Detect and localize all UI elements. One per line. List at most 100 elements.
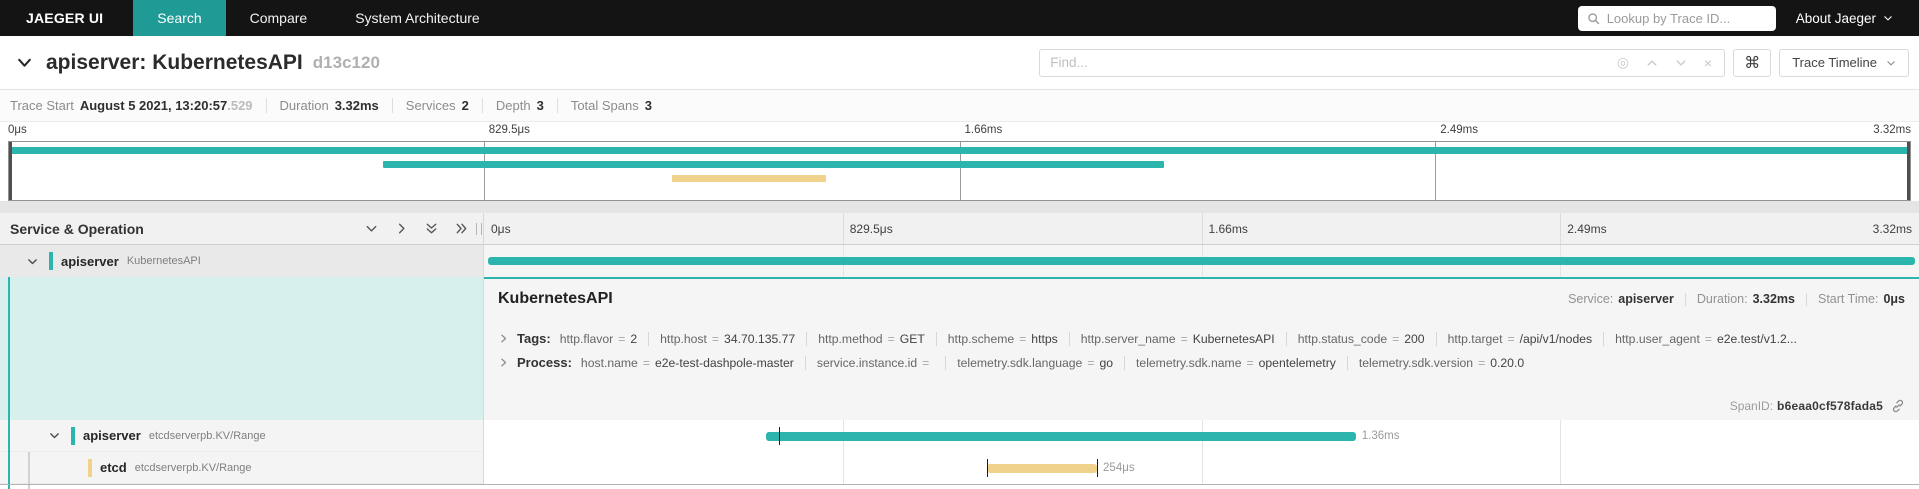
process-list: host.name = e2e-test-dashpole-master ser… <box>581 355 1524 370</box>
equals-sign: = <box>1507 331 1515 346</box>
tag-key: http.status_code <box>1297 331 1388 346</box>
find-box[interactable]: ◎ × <box>1039 48 1726 77</box>
nav-item-search[interactable]: Search <box>133 0 226 36</box>
equals-sign: = <box>887 331 895 346</box>
gridline <box>842 452 844 484</box>
equals-sign: = <box>642 355 650 370</box>
minimap-divider-band <box>0 201 1919 213</box>
find-prev-icon[interactable] <box>1646 57 1658 69</box>
match-target-icon[interactable]: ◎ <box>1616 54 1630 70</box>
equals-sign: = <box>1087 355 1095 370</box>
summary-item: Total Spans 3 <box>556 98 652 113</box>
tag-item: http.status_code = 200 <box>1285 331 1425 346</box>
chevron-down-icon[interactable] <box>26 255 39 268</box>
tag-value: /api/v1/nodes <box>1519 331 1593 346</box>
chevron-down-icon <box>1886 58 1896 68</box>
trace-id-lookup-input[interactable] <box>1606 10 1767 26</box>
find-next-icon[interactable] <box>1675 57 1687 69</box>
tag-key: http.flavor <box>559 331 614 346</box>
minimap-tick-labels: 0μs 829.5μs 1.66ms 2.49ms 3.32ms <box>8 122 1911 141</box>
tag-key: http.user_agent <box>1615 331 1700 346</box>
process-value: opentelemetry <box>1258 355 1336 370</box>
gridline <box>1201 452 1203 484</box>
span-name-cell[interactable]: apiserver KubernetesAPI <box>0 245 483 277</box>
minimap-span-bar <box>672 175 827 182</box>
collapse-header-chevron-icon[interactable] <box>16 54 33 71</box>
process-key: service.instance.id <box>816 355 918 370</box>
span-name-cell[interactable]: etcd etcdserverpb.KV/Range <box>0 452 483 484</box>
top-nav: JAEGER UI Search Compare System Architec… <box>0 0 1919 36</box>
minimap-tick: 829.5μs <box>488 124 530 136</box>
service-name: apiserver <box>83 428 141 443</box>
span-name-cell[interactable]: apiserver etcdserverpb.KV/Range <box>0 420 483 452</box>
tag-key: http.method <box>818 331 883 346</box>
nav-item-system-architecture[interactable]: System Architecture <box>355 10 480 26</box>
minimap-tick: 1.66ms <box>964 124 1003 136</box>
span-bar[interactable] <box>765 432 1356 441</box>
service-name: etcd <box>100 460 127 475</box>
service-name: apiserver <box>61 253 119 269</box>
tags-summary-row[interactable]: Tags: http.flavor = 2 http.host = 34.70.… <box>498 331 1905 346</box>
process-key: telemetry.sdk.language <box>957 355 1083 370</box>
clear-find-icon[interactable]: × <box>1704 54 1713 71</box>
span-timeline-cell[interactable]: 1.36ms <box>484 420 1919 452</box>
deep-link-icon[interactable] <box>1891 399 1905 413</box>
summary-item: Depth 3 <box>481 98 544 113</box>
service-value: apiserver <box>1618 292 1674 306</box>
chevron-right-icon[interactable] <box>498 357 509 368</box>
keyboard-shortcuts-button[interactable]: ⌘ <box>1733 48 1772 77</box>
process-item: host.name = e2e-test-dashpole-master <box>581 356 794 370</box>
expand-all-icon[interactable] <box>454 221 469 236</box>
trace-view-selector[interactable]: Trace Timeline <box>1779 48 1909 77</box>
timeline-tick-line <box>1560 213 1562 244</box>
process-value: go <box>1099 355 1114 370</box>
minimap-left-scrubber-handle[interactable] <box>9 142 12 200</box>
nav-item-compare[interactable]: Compare <box>249 10 308 26</box>
tag-key: http.scheme <box>947 331 1015 346</box>
collapse-all-icon[interactable] <box>424 221 439 236</box>
trace-page-header: apiserver: KubernetesAPI d13c120 ◎ × ⌘ <box>0 36 1919 90</box>
chevron-down-icon[interactable] <box>48 429 61 442</box>
span-bar[interactable] <box>986 464 1098 473</box>
span-row-etcd-range: etcd etcdserverpb.KV/Range 254μs <box>0 452 1919 484</box>
process-summary-row[interactable]: Process: host.name = e2e-test-dashpole-m… <box>498 355 1905 370</box>
span-event-tick <box>1097 459 1099 477</box>
trace-id-lookup[interactable] <box>1577 5 1776 31</box>
equals-sign: = <box>1392 331 1400 346</box>
tags-label: Tags: <box>517 331 551 346</box>
about-jaeger-menu[interactable]: About Jaeger <box>1796 11 1893 26</box>
minimap-right-scrubber-handle[interactable] <box>1907 142 1910 200</box>
expand-one-icon[interactable] <box>394 221 409 236</box>
span-detail-header: KubernetesAPI Service: apiserver Duratio… <box>498 290 1905 308</box>
chevron-right-icon[interactable] <box>498 333 509 344</box>
span-timeline-cell[interactable]: 254μs <box>484 452 1919 484</box>
column-divider <box>483 213 484 484</box>
trace-id-short: d13c120 <box>312 52 380 72</box>
summary-item-suffix: .529 <box>227 98 253 113</box>
timeline-tick-label: 0μs <box>491 222 511 236</box>
tag-item: http.server_name = KubernetesAPI <box>1068 331 1275 346</box>
timeline-minimap[interactable] <box>8 141 1911 201</box>
tag-value: https <box>1031 331 1058 346</box>
equals-sign: = <box>711 331 720 346</box>
span-duration-label: 1.36ms <box>1361 430 1400 442</box>
operation-name: etcdserverpb.KV/Range <box>148 429 266 442</box>
equals-sign: = <box>1180 331 1188 346</box>
tags-list: http.flavor = 2 http.host = 34.70.135.77… <box>559 331 1797 346</box>
indent-guide <box>28 452 30 489</box>
collapse-controls <box>364 221 483 236</box>
span-bar[interactable] <box>488 257 1915 265</box>
tag-value: KubernetesAPI <box>1192 331 1275 346</box>
process-item: telemetry.sdk.language = go <box>945 355 1114 370</box>
service-color-bar <box>49 252 53 270</box>
find-input[interactable] <box>1050 55 1617 70</box>
process-key: host.name <box>580 355 638 370</box>
column-resize-handle[interactable] <box>476 223 482 235</box>
collapse-one-icon[interactable] <box>364 221 379 236</box>
minimap-tick: 2.49ms <box>1440 124 1478 136</box>
trace-title: apiserver: KubernetesAPI <box>46 50 303 74</box>
span-detail-title: KubernetesAPI <box>498 290 613 307</box>
span-timeline-cell[interactable] <box>484 245 1919 277</box>
timeline-tick-label: 1.66ms <box>1208 222 1248 236</box>
minimap-tick: 3.32ms <box>1873 124 1911 136</box>
